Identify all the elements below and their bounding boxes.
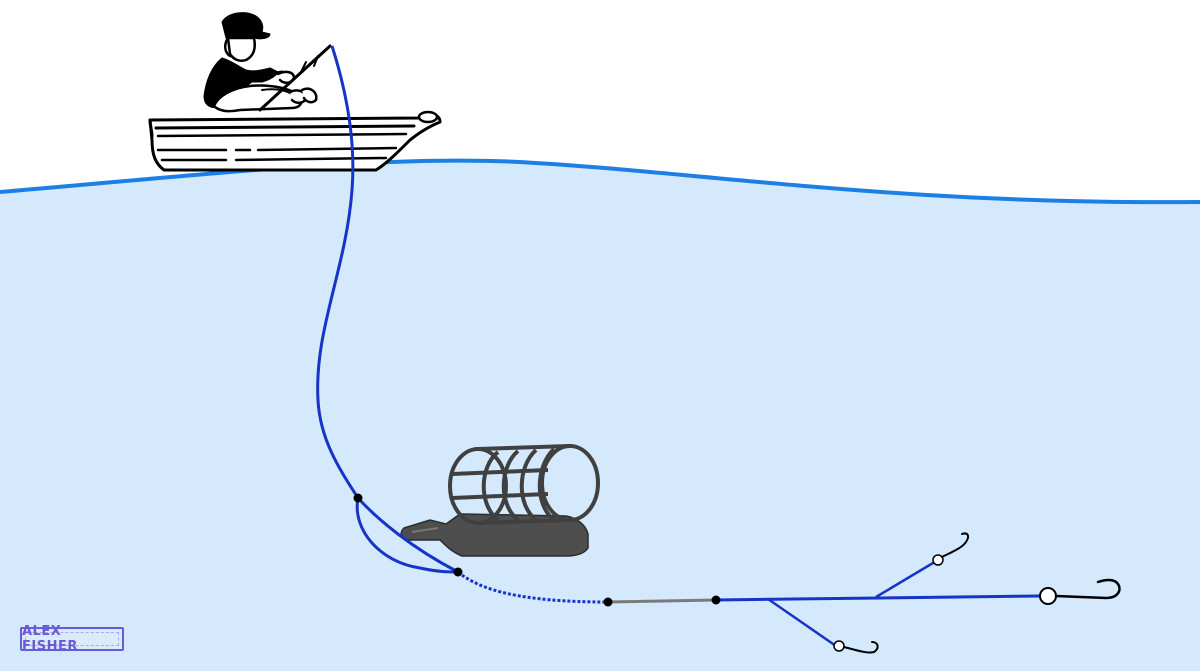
lower-hook-ring-icon xyxy=(833,640,845,652)
knot-main-split xyxy=(353,493,363,503)
lower-hook-icon xyxy=(843,641,879,654)
water-area xyxy=(0,160,1200,671)
braided-section xyxy=(457,570,609,604)
feeder-cage-icon xyxy=(400,444,600,557)
gray-leader-section xyxy=(607,598,717,604)
swivel-ring-icon xyxy=(1039,587,1057,605)
water-surface-line xyxy=(0,158,1200,205)
main-hook-icon xyxy=(1054,578,1121,600)
feeder-loop-lower xyxy=(355,497,459,574)
knot-braid-end xyxy=(603,597,613,607)
watermark-stamp: ALEX FISHER xyxy=(20,624,124,654)
lower-dropper-line xyxy=(767,597,837,648)
upper-dropper-line xyxy=(875,558,939,599)
angler-in-boat-icon xyxy=(148,12,442,172)
upper-hook-icon xyxy=(941,532,970,558)
knot-feeder-join xyxy=(453,567,463,577)
upper-hook-ring-icon xyxy=(932,554,944,566)
feeder-loop-upper xyxy=(356,496,459,574)
main-line xyxy=(316,45,360,499)
knot-leader-start xyxy=(711,595,721,605)
